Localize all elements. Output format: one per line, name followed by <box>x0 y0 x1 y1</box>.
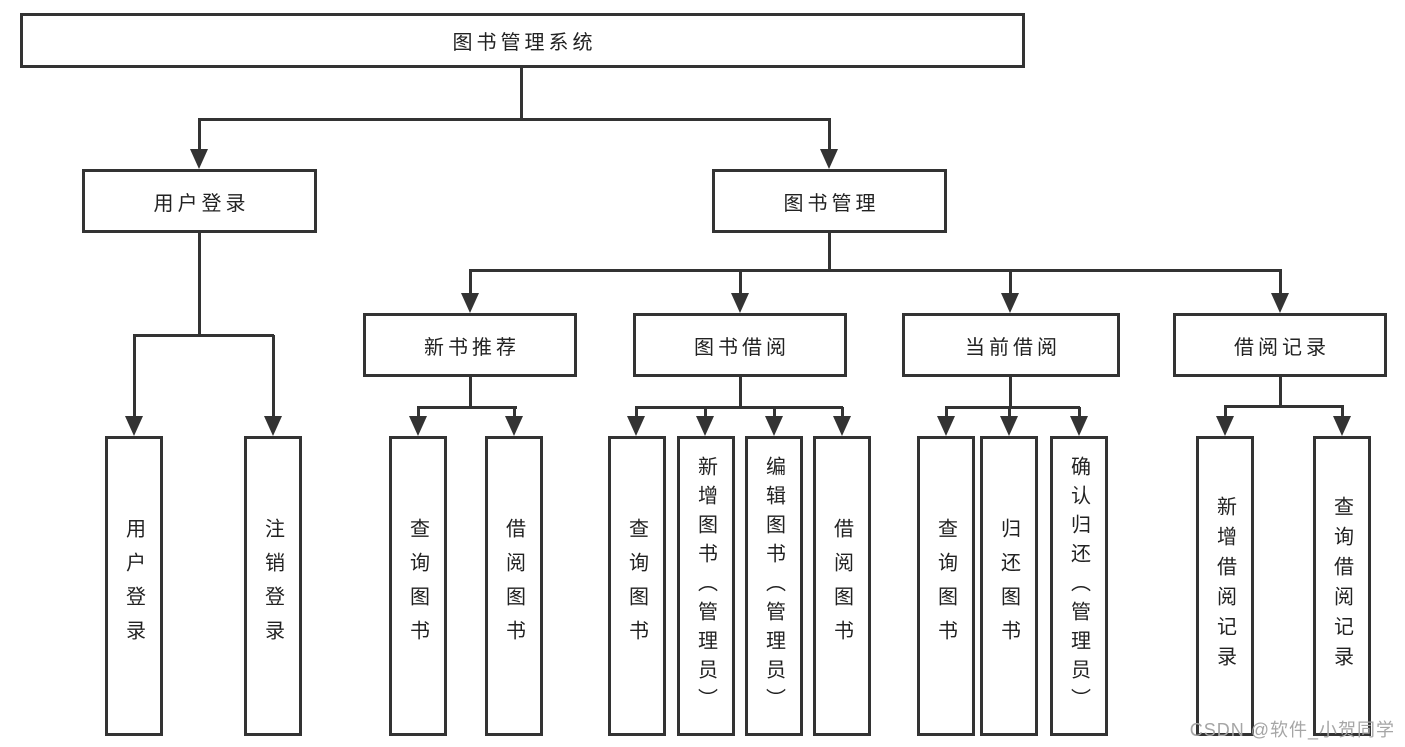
leaf-current-confirm-return-admin-label: 确认归还（管理员） <box>1067 455 1090 717</box>
leaf-record-query-record: 查询借阅记录 <box>1313 436 1371 736</box>
node-user-login: 用户登录 <box>82 169 317 233</box>
node-new-book-recommend: 新书推荐 <box>363 313 577 377</box>
connector-vline <box>704 407 707 419</box>
connector-vline <box>1009 270 1012 295</box>
leaf-current-confirm-return-admin: 确认归还（管理员） <box>1050 436 1108 736</box>
node-user-login-label: 用户登录 <box>153 192 250 215</box>
connector-hline <box>469 269 1282 272</box>
arrow-down-icon <box>505 416 523 436</box>
watermark: CSDN @软件_小贺同学 <box>1189 720 1395 740</box>
connector-vline <box>635 407 638 419</box>
arrow-down-icon <box>264 416 282 436</box>
leaf-borrow-query-book-label: 查询图书 <box>625 518 648 654</box>
node-root: 图书管理系统 <box>20 13 1025 68</box>
leaf-borrow-add-book-admin: 新增图书（管理员） <box>677 436 735 736</box>
node-current-borrow: 当前借阅 <box>902 313 1120 377</box>
node-new-book-recommend-label: 新书推荐 <box>424 336 520 359</box>
connector-vline <box>1341 406 1344 418</box>
connector-vline <box>198 119 201 152</box>
leaf-record-add-record-label: 新增借阅记录 <box>1213 496 1236 676</box>
leaf-newbook-borrow-book-label: 借阅图书 <box>502 518 525 654</box>
leaf-current-query-book: 查询图书 <box>917 436 975 736</box>
node-current-borrow-label: 当前借阅 <box>965 336 1061 359</box>
connector-vline <box>1279 377 1282 407</box>
arrow-down-icon <box>731 293 749 313</box>
connector-vline <box>1279 270 1282 295</box>
arrow-down-icon <box>1000 416 1018 436</box>
arrow-down-icon <box>820 149 838 169</box>
node-borrow-record-label: 借阅记录 <box>1234 336 1330 359</box>
connector-vline <box>739 377 742 408</box>
arrow-down-icon <box>1070 416 1088 436</box>
leaf-borrow-edit-book-admin-label: 编辑图书（管理员） <box>762 455 785 717</box>
connector-vline <box>198 233 201 336</box>
connector-vline <box>1009 377 1012 408</box>
leaf-logout: 注销登录 <box>244 436 302 736</box>
leaf-logout-label: 注销登录 <box>261 518 284 654</box>
connector-hline <box>198 118 831 121</box>
arrow-down-icon <box>937 416 955 436</box>
connector-vline <box>773 407 776 419</box>
leaf-newbook-query-book-label: 查询图书 <box>406 518 429 654</box>
node-book-borrow: 图书借阅 <box>633 313 847 377</box>
connector-hline <box>635 406 843 409</box>
leaf-record-add-record: 新增借阅记录 <box>1196 436 1254 736</box>
connector-vline <box>272 335 275 418</box>
arrow-down-icon <box>1333 416 1351 436</box>
node-root-label: 图书管理系统 <box>452 32 597 54</box>
node-book-borrow-label: 图书借阅 <box>694 336 790 359</box>
connector-hline <box>133 334 274 337</box>
leaf-current-return-book: 归还图书 <box>980 436 1038 736</box>
leaf-user-login-label: 用户登录 <box>122 518 145 654</box>
connector-vline <box>945 407 948 419</box>
connector-vline <box>1224 406 1227 418</box>
connector-vline <box>828 119 831 152</box>
leaf-user-login: 用户登录 <box>105 436 163 736</box>
connector-vline <box>828 233 831 271</box>
node-borrow-record: 借阅记录 <box>1173 313 1387 377</box>
leaf-borrow-edit-book-admin: 编辑图书（管理员） <box>745 436 803 736</box>
connector-hline <box>1224 405 1344 408</box>
arrow-down-icon <box>409 416 427 436</box>
connector-hline <box>945 406 1080 409</box>
leaf-borrow-borrow-book-label: 借阅图书 <box>830 518 853 654</box>
arrow-down-icon <box>1001 293 1019 313</box>
arrow-down-icon <box>833 416 851 436</box>
connector-vline <box>513 407 516 419</box>
arrow-down-icon <box>461 293 479 313</box>
leaf-record-query-record-label: 查询借阅记录 <box>1330 496 1353 676</box>
leaf-borrow-add-book-admin-label: 新增图书（管理员） <box>694 455 717 717</box>
connector-vline <box>841 407 844 419</box>
leaf-current-return-book-label: 归还图书 <box>997 518 1020 654</box>
arrow-down-icon <box>125 416 143 436</box>
node-book-management: 图书管理 <box>712 169 947 233</box>
connector-vline <box>1008 407 1011 419</box>
leaf-current-query-book-label: 查询图书 <box>934 518 957 654</box>
arrow-down-icon <box>1271 293 1289 313</box>
node-book-management-label: 图书管理 <box>783 192 880 215</box>
connector-vline <box>469 270 472 295</box>
connector-vline <box>469 377 472 408</box>
connector-vline <box>739 270 742 295</box>
leaf-newbook-query-book: 查询图书 <box>389 436 447 736</box>
leaf-borrow-borrow-book: 借阅图书 <box>813 436 871 736</box>
connector-hline <box>417 406 517 409</box>
connector-vline <box>1078 407 1081 419</box>
connector-vline <box>133 335 136 418</box>
connector-vline <box>417 407 420 419</box>
arrow-down-icon <box>765 416 783 436</box>
leaf-newbook-borrow-book: 借阅图书 <box>485 436 543 736</box>
arrow-down-icon <box>696 416 714 436</box>
arrow-down-icon <box>1216 416 1234 436</box>
arrow-down-icon <box>190 149 208 169</box>
arrow-down-icon <box>627 416 645 436</box>
leaf-borrow-query-book: 查询图书 <box>608 436 666 736</box>
connector-vline <box>520 68 523 119</box>
